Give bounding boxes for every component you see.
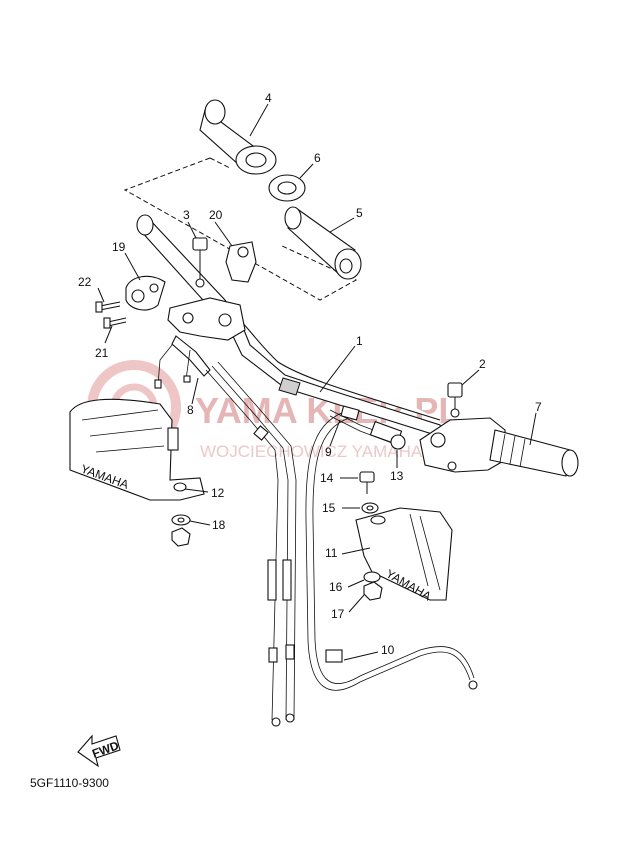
clutch-holder	[167, 297, 246, 341]
throttle-grip	[284, 206, 362, 280]
part-label-4: 4	[265, 91, 272, 105]
forward-arrow-icon: FWD	[77, 734, 121, 768]
handguard-left: YAMAHA	[69, 398, 205, 501]
part-label-2: 2	[479, 357, 486, 371]
part-label-7: 7	[535, 400, 542, 414]
nut	[171, 527, 191, 547]
part-label-1: 1	[356, 334, 363, 348]
leader-lines	[97, 103, 537, 661]
washer	[171, 514, 191, 526]
screw	[95, 301, 121, 313]
throttle-cables	[205, 361, 297, 727]
bolt	[359, 471, 375, 494]
fwd-label: FWD	[90, 738, 121, 761]
screw	[103, 317, 127, 329]
part-label-5: 5	[356, 206, 363, 220]
nut	[363, 581, 383, 601]
bolt	[167, 427, 179, 451]
part-labels: 1 2 3 4 5 6 7 8 9 10 11 12 13 14 15 16 1…	[78, 91, 542, 657]
part-label-6: 6	[314, 151, 321, 165]
grip-collar	[268, 174, 306, 202]
part-label-13: 13	[390, 469, 404, 483]
part-label-19: 19	[112, 240, 126, 254]
part-label-16: 16	[329, 580, 343, 594]
part-label-9: 9	[325, 445, 332, 459]
part-label-12: 12	[211, 486, 225, 500]
part-label-20: 20	[209, 208, 223, 222]
part-label-3: 3	[183, 208, 190, 222]
part-label-18: 18	[212, 518, 226, 532]
bolt	[447, 382, 463, 418]
part-label-8: 8	[187, 403, 194, 417]
bolt	[192, 237, 208, 288]
grip-right	[489, 429, 579, 477]
part-label-10: 10	[381, 643, 395, 657]
drawing-code: 5GF1110-9300	[30, 776, 109, 790]
part-label-11: 11	[325, 546, 338, 560]
exploded-view-guide	[123, 157, 358, 301]
part-label-17: 17	[331, 607, 345, 621]
grip-left	[199, 99, 277, 175]
part-label-15: 15	[322, 501, 336, 515]
washer	[363, 571, 381, 583]
part-label-21: 21	[95, 346, 109, 360]
handlebar-holder-upper	[225, 241, 257, 283]
part-label-14: 14	[320, 471, 334, 485]
cable-8	[154, 335, 211, 389]
cable-10	[305, 405, 478, 691]
cable-13	[329, 409, 406, 450]
part-label-22: 22	[78, 275, 92, 289]
washer	[361, 502, 379, 514]
handlebar-holder-lower	[125, 275, 166, 311]
